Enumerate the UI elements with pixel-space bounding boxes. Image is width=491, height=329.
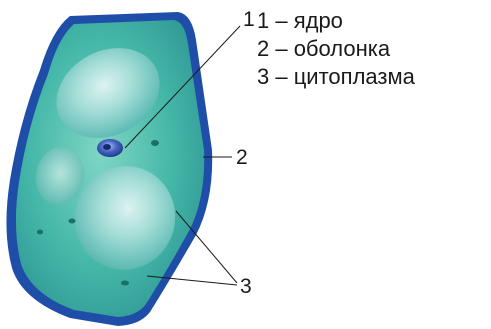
granule [69,219,76,224]
granule [37,230,43,235]
nucleolus [103,144,111,150]
label-3: 3 [240,275,252,298]
granule [151,140,159,146]
label-2: 2 [236,146,248,169]
legend-item-nucleus: 1 – ядро [257,7,415,35]
label-1: 1 [243,8,255,31]
granule [121,281,129,286]
legend: 1 – ядро 2 – оболонка 3 – цитоплазма [257,7,415,91]
legend-item-membrane: 2 – оболонка [257,35,415,63]
legend-item-cytoplasm: 3 – цитоплазма [257,63,415,91]
